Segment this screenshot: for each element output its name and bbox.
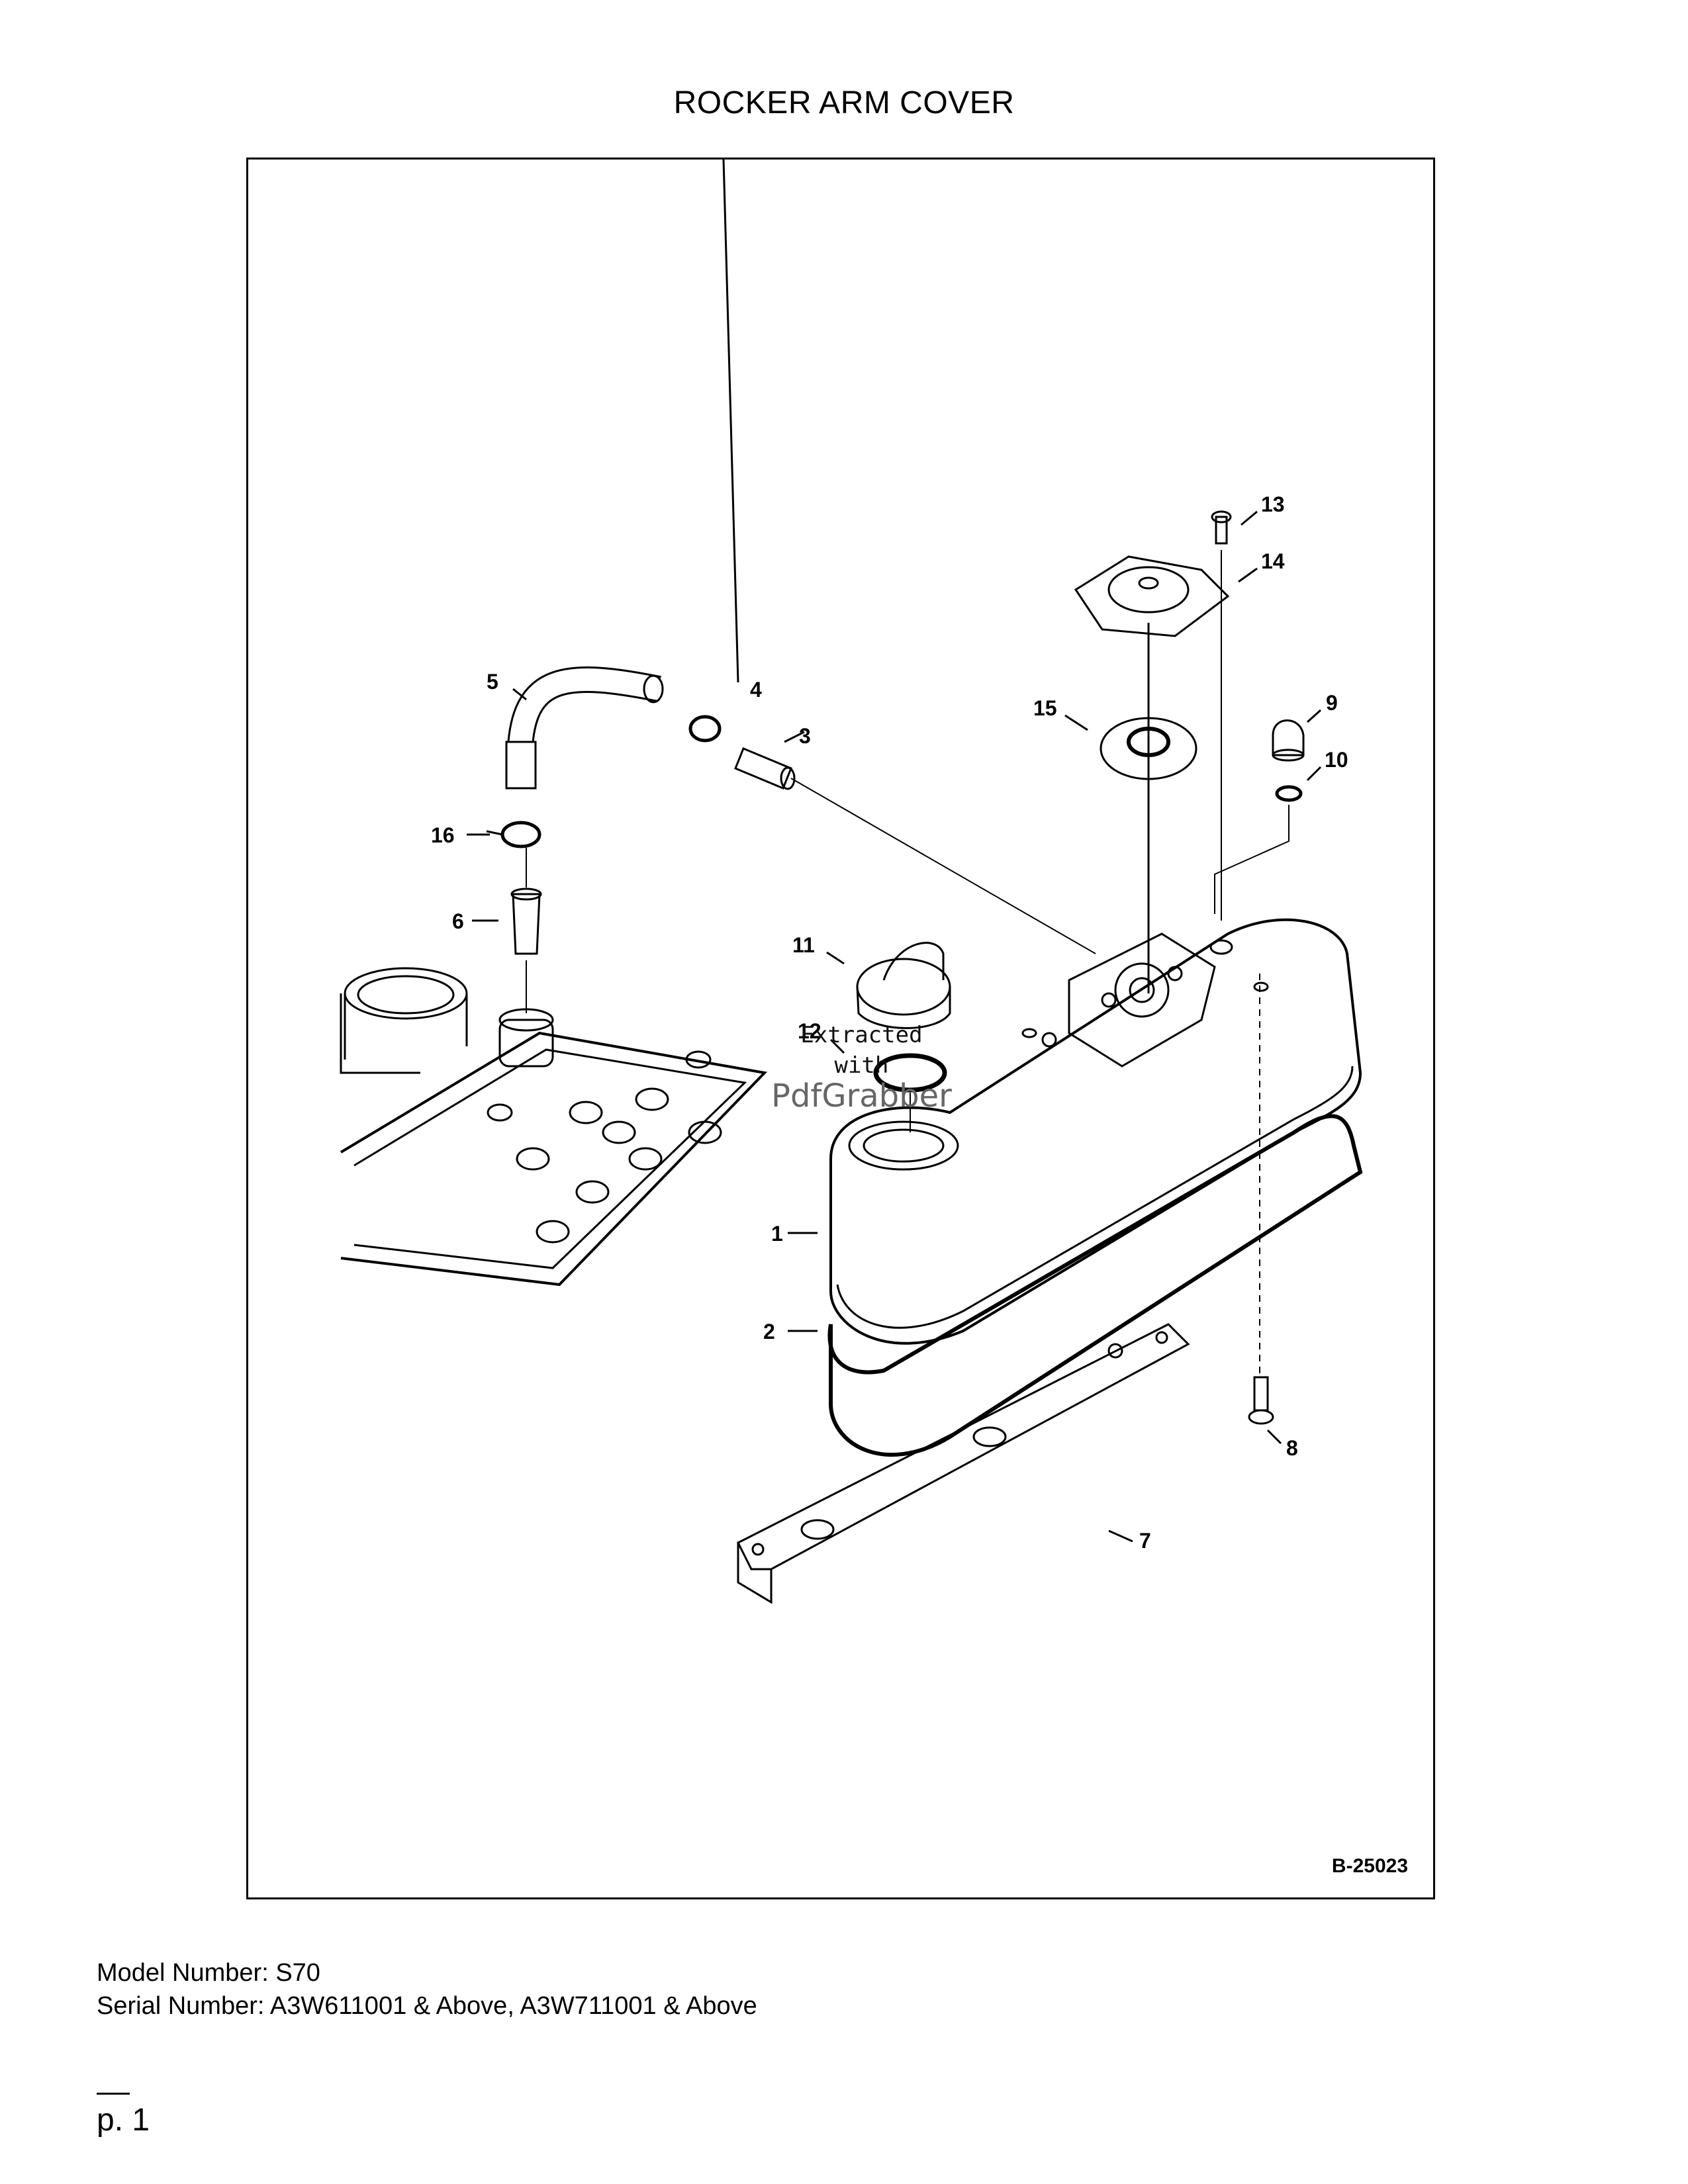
breather-hose-part-5 (505, 666, 664, 790)
breather-cover-part-14 (1074, 555, 1230, 637)
watermark: Extracted with PdfGrabber (771, 1020, 952, 1115)
callout-10: 10 (1325, 748, 1348, 772)
callout-11: 11 (792, 933, 815, 957)
diagram-frame: 1 2 3 4 5 6 7 8 9 10 11 12 13 14 15 16 E… (246, 158, 1435, 1899)
plate-part-7 (736, 1323, 1190, 1604)
bolt-part-13 (1211, 510, 1232, 545)
figure-id: B-25023 (1331, 1855, 1408, 1877)
watermark-line-3: PdfGrabber (771, 1077, 952, 1115)
hose-clamp-part-4 (688, 715, 722, 743)
callout-15: 15 (1033, 696, 1057, 720)
o-ring-part-12 (873, 1053, 947, 1093)
page-number-rule (97, 2093, 130, 2095)
clamp-part-16 (486, 821, 541, 848)
rocker-arm-cover-part-1 (829, 918, 1362, 1345)
bolt-part-8 (1248, 1376, 1274, 1425)
callout-5: 5 (487, 670, 498, 694)
engine-head-drawing (340, 967, 768, 1287)
serial-number: Serial Number: A3W611001 & Above, A3W711… (97, 1992, 757, 2020)
callout-12: 12 (798, 1019, 821, 1043)
oil-cap-part-11 (856, 942, 951, 1029)
watermark-line-2: with (834, 1052, 889, 1079)
gasket-part-2 (827, 1114, 1363, 1457)
callout-13: 13 (1261, 492, 1285, 516)
callout-6: 6 (452, 909, 464, 933)
callout-8: 8 (1286, 1436, 1298, 1460)
model-serial-info: Model Number: S70 Serial Number: A3W6110… (97, 1956, 757, 2023)
callout-16: 16 (431, 823, 455, 847)
callout-7: 7 (1139, 1529, 1151, 1553)
cap-nut-part-9 (1272, 719, 1305, 762)
page-title: ROCKER ARM COVER (673, 85, 1015, 120)
watermark-line-1: Extracted (800, 1022, 923, 1048)
washer-part-10 (1275, 785, 1303, 802)
page-number: p. 1 (97, 2103, 150, 2138)
exploded-parts-diagram: 1 2 3 4 5 6 7 8 9 10 11 12 13 14 15 16 (340, 159, 1363, 1604)
model-number: Model Number: S70 (97, 1959, 320, 1987)
pipe-part-3 (734, 747, 796, 790)
fitting-part-6 (510, 848, 542, 955)
callout-3: 3 (799, 724, 811, 748)
callout-9: 9 (1326, 691, 1338, 715)
callout-2: 2 (763, 1320, 775, 1343)
callout-1: 1 (771, 1222, 783, 1246)
callout-4: 4 (750, 678, 762, 702)
callout-14: 14 (1261, 549, 1285, 573)
